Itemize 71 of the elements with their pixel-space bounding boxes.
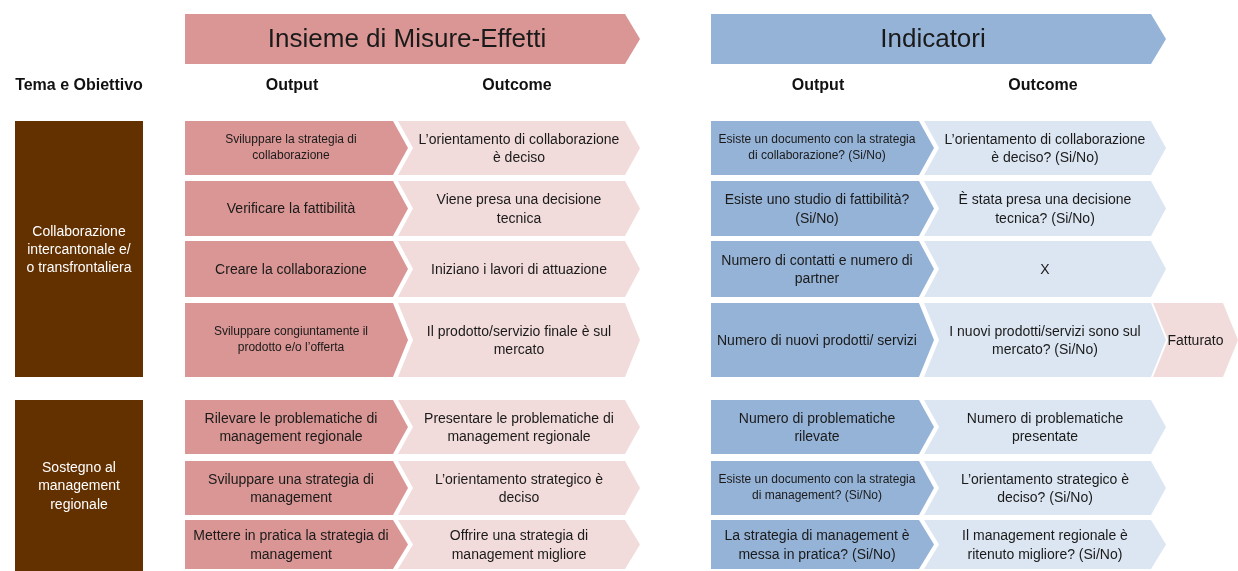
- step-text: L’orientamento di collaborazione è deciso? (Si/No): [943, 129, 1147, 167]
- theme-box: [15, 400, 143, 571]
- step-text: Iniziano i lavori di attuazione: [431, 259, 607, 279]
- step-text: L’orientamento di collaborazione è deciso: [417, 129, 621, 167]
- measure-outcome-box: [398, 461, 640, 515]
- theme-box: [15, 121, 143, 377]
- measure-output-box: [185, 241, 408, 297]
- indicator-output-box: [711, 181, 934, 236]
- measure-output-box: [185, 303, 408, 377]
- step-text: Offrire una strategia di management migliore: [448, 526, 590, 563]
- measure-output-box: [185, 461, 408, 515]
- indicator-outcome-box: [924, 121, 1166, 175]
- measure-output-box: [185, 400, 408, 454]
- measure-outcome-box: [398, 303, 640, 377]
- step-text: Esiste uno studio di fattibilità? (Si/No): [723, 190, 911, 227]
- step-text: Esiste un documento con la strategia di management? (Si/No): [717, 472, 917, 504]
- measure-outcome-box: [398, 520, 640, 569]
- step-text: Numero di nuovi prodotti/ servizi: [717, 330, 917, 350]
- step-text: Numero di problematiche presentate: [965, 408, 1125, 446]
- indicator-outcome-box: [924, 241, 1166, 297]
- measure-outcome-box: [398, 181, 640, 236]
- step-text: Rilevare le problematiche di management regionale: [203, 408, 379, 446]
- step-text: L’orientamento strategico è deciso? (Si/No): [959, 469, 1131, 507]
- step-text: L’orientamento strategico è deciso: [433, 469, 605, 507]
- indicator-output-box: [711, 520, 934, 569]
- measure-output-box: [185, 520, 408, 569]
- step-text: Il prodotto/servizio finale è sul mercato: [425, 321, 613, 359]
- indicator-outcome-box: [924, 400, 1166, 454]
- step-text: È stata presa una decisione tecnica? (Si/No): [957, 190, 1133, 227]
- step-text: Esiste un documento con la strategia di collaborazione? (Si/No): [717, 132, 917, 164]
- revenue-box: [1153, 303, 1238, 377]
- step-text: Mettere in pratica la strategia di management: [192, 526, 390, 563]
- step-text: La strategia di management è messa in pratica? (Si/No): [723, 526, 911, 563]
- theme-text: Collaborazione intercantonale e/ o transfrontaliera: [25, 221, 133, 277]
- step-text: Verificare la fattibilità: [226, 199, 356, 218]
- measure-outcome-box: [398, 121, 640, 175]
- indicator-output-box: [711, 241, 934, 297]
- column-heading: Output: [791, 76, 845, 94]
- indicator-output-box: [711, 303, 934, 377]
- indicator-outcome-box: [924, 520, 1166, 569]
- step-text: Sviluppare congiuntamente il prodotto e/o l’offerta: [212, 324, 370, 356]
- step-text: Fatturato: [1167, 330, 1224, 350]
- step-text: Numero di contatti e numero di partner: [720, 250, 914, 288]
- theme-text: Sostegno al management regionale: [37, 458, 121, 513]
- measure-outcome-box: [398, 400, 640, 454]
- header-text: Indicatori: [880, 22, 986, 56]
- column-heading: Outcome: [1008, 76, 1078, 94]
- header-banner: [711, 14, 1166, 64]
- measure-output-box: [185, 121, 408, 175]
- step-text: Sviluppare una strategia di management: [207, 469, 375, 507]
- step-text: Viene presa una decisione tecnica: [435, 190, 603, 227]
- column-heading: Outcome: [482, 76, 552, 94]
- header-text: Insieme di Misure-Effetti: [267, 22, 547, 56]
- step-text: Numero di problematiche rilevate: [737, 408, 897, 446]
- measure-output-box: [185, 181, 408, 236]
- indicator-outcome-box: [924, 181, 1166, 236]
- indicator-output-box: [711, 400, 934, 454]
- indicator-output-box: [711, 121, 934, 175]
- indicator-output-box: [711, 461, 934, 515]
- indicator-outcome-box: [924, 461, 1166, 515]
- indicator-outcome-box: [924, 303, 1166, 377]
- step-text: X: [1040, 259, 1050, 279]
- step-text: Il management regionale è ritenuto migliore? (Si/No): [961, 526, 1129, 563]
- column-heading: Output: [265, 76, 319, 94]
- step-text: Creare la collaborazione: [215, 259, 367, 279]
- step-text: Sviluppare la strategia di collaborazione: [224, 132, 358, 164]
- column-heading: Tema e Obiettivo: [15, 76, 143, 94]
- step-text: I nuovi prodotti/servizi sono sul mercato? (Si/No): [948, 321, 1142, 359]
- step-text: Presentare le problematiche di management regionale: [423, 408, 615, 446]
- header-banner: [185, 14, 640, 64]
- measure-outcome-box: [398, 241, 640, 297]
